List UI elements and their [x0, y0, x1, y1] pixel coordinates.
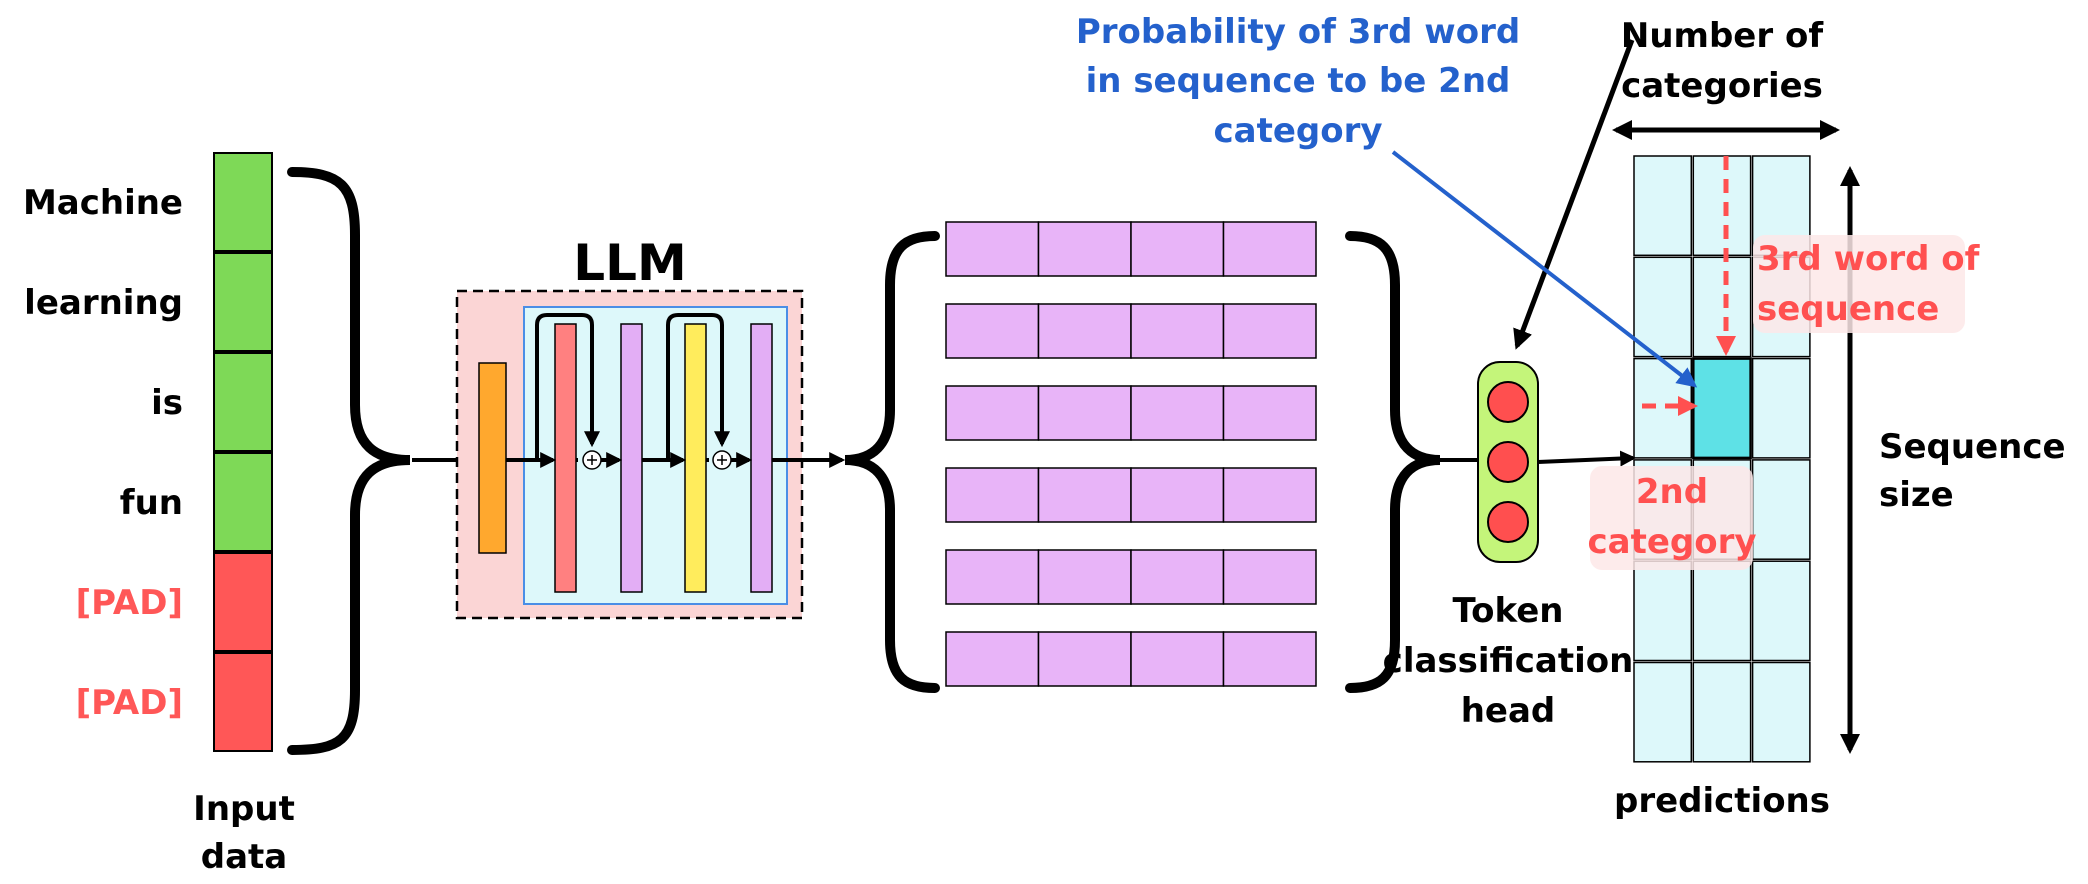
embedding-cell	[1037, 221, 1132, 277]
embedding-cell	[945, 221, 1040, 277]
input-data-caption: Input	[193, 789, 295, 829]
llm-attention-block	[554, 323, 577, 593]
llm-add-node	[582, 450, 602, 470]
third-word-label: 3rd word of	[1757, 239, 1981, 279]
head-caption: Token	[1453, 591, 1564, 631]
embedding-cell	[1130, 303, 1225, 359]
prediction-cell	[1692, 560, 1752, 662]
prediction-cell	[1751, 357, 1811, 459]
input-token-label: Machine	[23, 183, 183, 223]
embedding-cell	[1130, 631, 1225, 687]
third-word-label-bg	[1753, 235, 1965, 333]
embedding-grid	[945, 221, 1317, 687]
probability-annotation: in sequence to be 2nd	[1086, 61, 1511, 101]
embedding-cell	[1037, 303, 1132, 359]
input-token-cell	[213, 452, 273, 552]
embedding-cell	[1222, 385, 1317, 441]
prediction-cell	[1692, 661, 1752, 763]
embedding-cell	[1222, 631, 1317, 687]
input-token-cell	[213, 352, 273, 452]
input-token-cell	[213, 252, 273, 352]
second-category-label-bg	[1590, 466, 1753, 570]
input-token-cell	[213, 152, 273, 252]
embedding-cell	[1130, 467, 1225, 523]
input-token-label: is	[151, 383, 183, 423]
prediction-cell	[1692, 256, 1752, 358]
embedding-cell	[1130, 385, 1225, 441]
prediction-cell	[1633, 661, 1693, 763]
llm-add-node	[712, 450, 732, 470]
input-data-caption: data	[201, 837, 287, 877]
input-pad-cell	[213, 652, 273, 752]
prediction-cell	[1751, 459, 1811, 560]
prediction-cell-highlighted	[1692, 357, 1752, 460]
embedding-cell	[945, 631, 1040, 687]
second-category-label: category	[1587, 522, 1756, 562]
llm-norm-block	[750, 323, 773, 593]
prediction-cell	[1633, 560, 1693, 662]
embedding-cell	[1037, 467, 1132, 523]
head-caption: head	[1461, 691, 1556, 731]
prediction-cell	[1633, 256, 1693, 358]
sequence-size-label: size	[1879, 475, 1954, 515]
embedding-cell	[1130, 549, 1225, 605]
arrow-head-to-predictions	[1537, 450, 1637, 467]
prediction-cell	[1633, 155, 1693, 257]
input-token-label: learning	[24, 283, 183, 323]
llm-block: LLM	[455, 234, 804, 620]
embedding-cell	[1222, 221, 1317, 277]
prediction-cell	[1751, 661, 1811, 763]
llm-embedding-block	[478, 362, 507, 554]
embedding-cell	[1037, 549, 1132, 605]
classification-head: Token classification head	[1383, 361, 1634, 731]
input-token-column: Machine learning is fun [PAD] [PAD] Inpu…	[23, 152, 295, 877]
num-categories-pointer	[1513, 39, 1635, 350]
embedding-cell	[1130, 221, 1225, 277]
llm-norm-block	[620, 323, 643, 593]
embedding-cell	[945, 303, 1040, 359]
llm-feedforward-block	[684, 323, 707, 593]
num-categories-label: categories	[1621, 66, 1823, 106]
input-pad-cell	[213, 552, 273, 652]
num-categories-label: Number of	[1621, 16, 1824, 56]
embedding-cell	[945, 467, 1040, 523]
head-caption: classification	[1383, 641, 1634, 681]
embedding-cell	[1222, 467, 1317, 523]
embedding-cell	[1222, 549, 1317, 605]
llm-residual-connection	[666, 313, 730, 460]
embedding-cell	[1037, 385, 1132, 441]
prediction-cell	[1751, 560, 1811, 662]
llm-title: LLM	[573, 234, 686, 292]
input-token-label-pad: [PAD]	[76, 583, 183, 623]
predictions-caption: predictions	[1614, 781, 1830, 821]
second-category-label: 2nd	[1636, 472, 1708, 512]
embedding-cell	[1037, 631, 1132, 687]
input-token-label: fun	[120, 483, 183, 523]
llm-residual-connection	[535, 313, 600, 460]
embeddings-open-brace	[844, 231, 940, 693]
embeddings-close-brace	[1345, 231, 1441, 693]
head-node	[1487, 501, 1529, 543]
input-token-label-pad: [PAD]	[76, 683, 183, 723]
embedding-cell	[945, 385, 1040, 441]
head-node	[1487, 441, 1529, 483]
input-brace	[287, 167, 411, 755]
embedding-cell	[945, 549, 1040, 605]
head-node	[1487, 381, 1529, 423]
probability-annotation: category	[1213, 111, 1382, 151]
probability-annotation: Probability of 3rd word	[1076, 12, 1520, 52]
sequence-size-label: Sequence	[1879, 427, 2066, 467]
third-word-label: sequence	[1757, 289, 1939, 329]
embedding-cell	[1222, 303, 1317, 359]
probability-arrow	[1391, 150, 1698, 388]
prediction-cell	[1692, 155, 1752, 257]
